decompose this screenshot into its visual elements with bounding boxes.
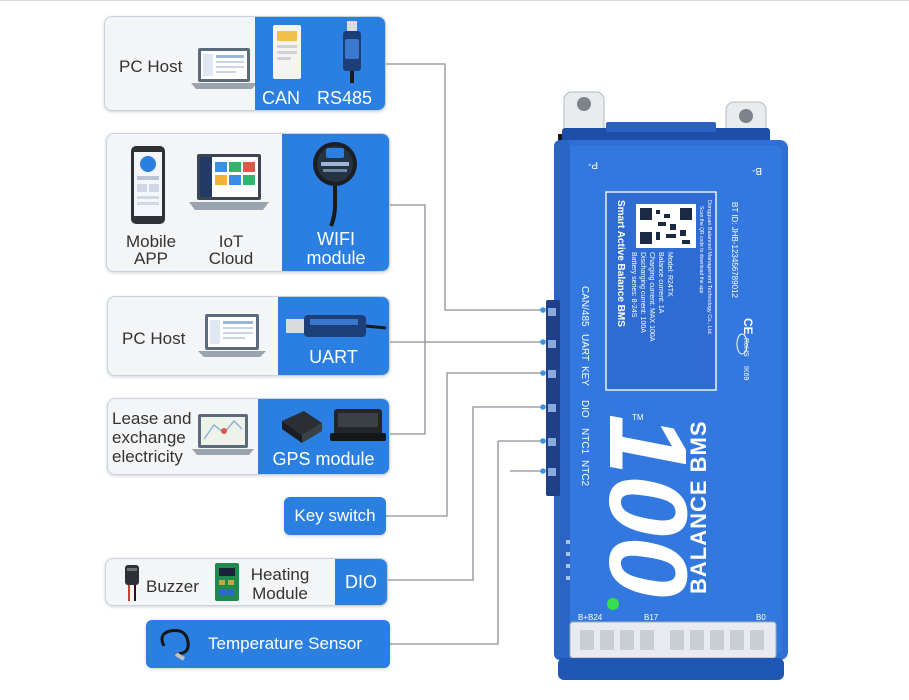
usb-uart-cable-icon bbox=[286, 315, 386, 337]
bt-id-text: BT ID: JHB-123456789012 bbox=[730, 202, 739, 298]
label-can: CAN bbox=[262, 88, 301, 108]
can-module-icon bbox=[273, 25, 301, 79]
spec-line-3: Charging current: MAX 100A bbox=[648, 252, 655, 342]
bms-device: P- B- CAN/485 UART KEY DIO NTC1 NTC2 Sma… bbox=[546, 91, 788, 680]
label-lease-2: exchange bbox=[112, 428, 186, 447]
temperature-probe-icon bbox=[160, 629, 190, 661]
temperature-sensor-box: Temperature Sensor bbox=[146, 620, 390, 668]
spec-line-1: Battery series: 8-24S bbox=[630, 252, 637, 318]
top-divider bbox=[0, 0, 909, 1]
rohs-mark: RoHS bbox=[742, 338, 749, 357]
heating-module-icon bbox=[215, 563, 239, 601]
label-pc-host-2: PC Host bbox=[122, 329, 186, 348]
port-label-ntc2: NTC2 bbox=[579, 460, 590, 487]
label-wifi-2: module bbox=[306, 248, 366, 268]
spec-line-2: Discharging current: 100A bbox=[639, 252, 646, 333]
wire-key bbox=[386, 372, 542, 517]
spec-line-5: Model: R24TK bbox=[666, 252, 673, 297]
wire-can bbox=[384, 63, 542, 311]
label-mobile-app-2: APP bbox=[133, 249, 169, 268]
card-pc-uart: PC Host UART bbox=[107, 296, 390, 376]
spec-line-4: Balance current: 1A bbox=[657, 252, 664, 314]
laptop-icon bbox=[191, 48, 257, 89]
manufacturer-text: Dongguan Balanced Management Technology … bbox=[706, 200, 712, 336]
qr-code bbox=[636, 204, 696, 248]
port-label-dio: DIO bbox=[579, 400, 590, 418]
gps-module-icon bbox=[282, 409, 386, 443]
bottom-label-b0: B0 bbox=[756, 613, 766, 622]
map-laptop-icon bbox=[192, 414, 254, 455]
port-dot-dio bbox=[540, 404, 546, 410]
label-gps: GPS module bbox=[272, 449, 375, 469]
trademark-tm: TM bbox=[632, 413, 644, 422]
smartphone-icon bbox=[131, 146, 165, 224]
bottom-label-b17: B17 bbox=[644, 613, 659, 622]
card-app-cloud-wifi: Mobile APP IoT Cloud WIFI module bbox=[106, 133, 390, 272]
wifi-module-icon bbox=[313, 142, 357, 227]
port-label-can485: CAN/485 bbox=[579, 286, 590, 327]
terminal-b-label: B- bbox=[752, 165, 762, 176]
port-dot-uart bbox=[540, 339, 546, 345]
iot-laptop-icon bbox=[189, 154, 269, 210]
label-iot-cloud-1: IoT bbox=[218, 232, 244, 251]
port-label-uart: UART bbox=[579, 334, 590, 361]
port-label-ntc1: NTC1 bbox=[579, 428, 590, 455]
port-dot-ntc1 bbox=[540, 438, 546, 444]
status-led bbox=[607, 598, 619, 610]
port-label-key: KEY bbox=[579, 366, 590, 386]
card-pc-can-rs485: PC Host CAN RS485 bbox=[104, 16, 386, 111]
label-pc-host-1: PC Host bbox=[119, 57, 183, 76]
label-rs485: RS485 bbox=[317, 88, 373, 108]
wire-dio bbox=[386, 406, 542, 581]
rs485-usb-icon bbox=[343, 21, 361, 83]
brand-logo-100: 100 bbox=[586, 414, 709, 598]
spec-label-title: Smart Active Balance BMS bbox=[615, 200, 626, 327]
terminal-p-label: P- bbox=[588, 159, 598, 170]
rating-text: IK69 bbox=[742, 366, 749, 381]
label-wifi-1: WIFI bbox=[317, 229, 355, 249]
label-uart: UART bbox=[309, 347, 358, 367]
label-iot-cloud-2: Cloud bbox=[208, 249, 254, 268]
card-buzzer-heating-dio: Buzzer Heating Module DIO bbox=[105, 558, 388, 606]
bottom-label-b24: B+B24 bbox=[578, 613, 603, 622]
port-dot-ntc2 bbox=[540, 468, 546, 474]
label-heating-2: Module bbox=[252, 584, 308, 603]
wire-wifi bbox=[388, 204, 426, 435]
buzzer-icon bbox=[125, 565, 139, 601]
wire-ntc2 bbox=[390, 441, 499, 645]
port-dot-can bbox=[540, 307, 546, 313]
label-temp-sensor: Temperature Sensor bbox=[208, 634, 363, 653]
label-mobile-app-1: Mobile bbox=[125, 232, 177, 251]
label-lease-1: Lease and bbox=[112, 409, 192, 428]
uart-laptop-icon bbox=[198, 314, 266, 357]
label-heating-1: Heating bbox=[250, 565, 310, 584]
ce-mark: CE bbox=[741, 318, 755, 335]
key-switch-box: Key switch bbox=[284, 497, 386, 535]
label-dio: DIO bbox=[335, 559, 387, 605]
card-lease-gps: Lease and exchange electricity GPS modul… bbox=[107, 398, 390, 475]
brand-balance-bms: BALANCE BMS bbox=[686, 420, 711, 594]
label-lease-3: electricity bbox=[112, 447, 183, 466]
label-buzzer: Buzzer bbox=[146, 577, 199, 596]
port-dot-key bbox=[540, 370, 546, 376]
scan-hint: Scan the QR code to download the app bbox=[698, 206, 704, 294]
